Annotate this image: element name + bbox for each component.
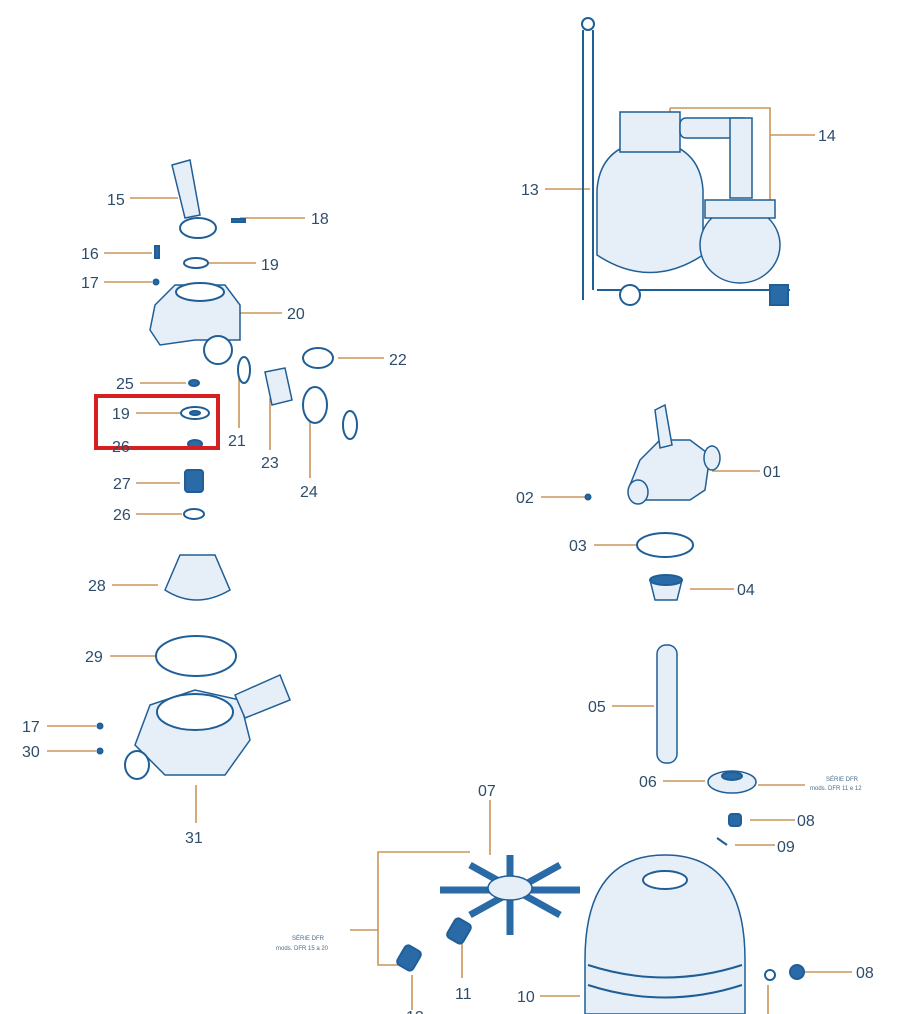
- label-18: 18: [311, 211, 329, 228]
- label-24: 24: [300, 484, 318, 501]
- valve-parts-left: [96, 159, 358, 780]
- label-17: 17: [22, 719, 40, 736]
- note-series-dfr: SÉRIE DFR: [826, 776, 859, 783]
- label-19-highlighted: 19: [112, 406, 130, 423]
- label-27: 27: [113, 476, 131, 493]
- label-06: 06: [639, 774, 657, 791]
- label-10: 10: [517, 989, 535, 1006]
- filter-parts-right: [396, 403, 805, 1014]
- pipe-part-05: [656, 644, 678, 764]
- label-17: 17: [81, 275, 99, 292]
- label-25: 25: [116, 376, 134, 393]
- note-series-dfr: SÉRIE DFR: [292, 935, 325, 942]
- part-labels: 15 18 16 19 17 20 22 25 19 26 21 23 24 2…: [22, 128, 874, 1014]
- label-07: 07: [478, 783, 496, 800]
- filter-cart-assembly: [581, 17, 790, 306]
- label-31: 31: [185, 830, 203, 847]
- label-05: 05: [588, 699, 606, 716]
- label-29: 29: [85, 649, 103, 666]
- label-26: 26: [112, 439, 130, 456]
- label-03: 03: [569, 538, 587, 555]
- label-14: 14: [818, 128, 836, 145]
- label-13: 13: [521, 182, 539, 199]
- label-09: 09: [777, 839, 795, 856]
- handle-part-15: [171, 159, 201, 219]
- label-08: 08: [856, 965, 874, 982]
- filter-tank-part-13: [596, 139, 704, 274]
- label-23: 23: [261, 455, 279, 472]
- label-20: 20: [287, 306, 305, 323]
- label-26: 26: [113, 507, 131, 524]
- label-04: 04: [737, 582, 755, 599]
- note-models-15-20: mods. DFR 15 a 20: [276, 946, 329, 952]
- note-models-11-12: mods. DFR 11 e 12: [810, 786, 862, 792]
- label-16: 16: [81, 246, 99, 263]
- highlight-box-part-19: [94, 394, 220, 450]
- label-22: 22: [389, 352, 407, 369]
- label-11: 11: [455, 986, 472, 1003]
- label-21: 21: [228, 433, 246, 450]
- label-28: 28: [88, 578, 106, 595]
- label-02: 02: [516, 490, 534, 507]
- label-30: 30: [22, 744, 40, 761]
- label-15: 15: [107, 192, 125, 209]
- rotor-part-28: [164, 554, 231, 601]
- label-19: 19: [261, 257, 279, 274]
- label-08: 08: [797, 813, 815, 830]
- label-12: 12: [406, 1009, 424, 1014]
- lateral-hub-part-07: [440, 855, 580, 935]
- label-01: 01: [763, 464, 781, 481]
